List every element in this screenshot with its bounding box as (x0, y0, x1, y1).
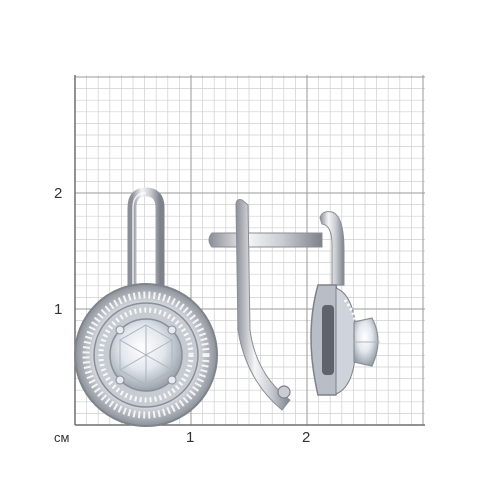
scale-unit-label: см (54, 430, 70, 445)
scale-label-y-2: 2 (54, 185, 63, 202)
front-hook (127, 187, 165, 290)
earring-side (208, 199, 380, 411)
side-clip (319, 211, 345, 286)
scale-label-x-2: 2 (302, 429, 311, 446)
scale-label-x-1: 1 (186, 429, 195, 446)
side-post (208, 232, 323, 248)
scale-label-y-1: 1 (54, 301, 63, 318)
earring-front (74, 187, 218, 427)
side-shank (235, 199, 291, 411)
